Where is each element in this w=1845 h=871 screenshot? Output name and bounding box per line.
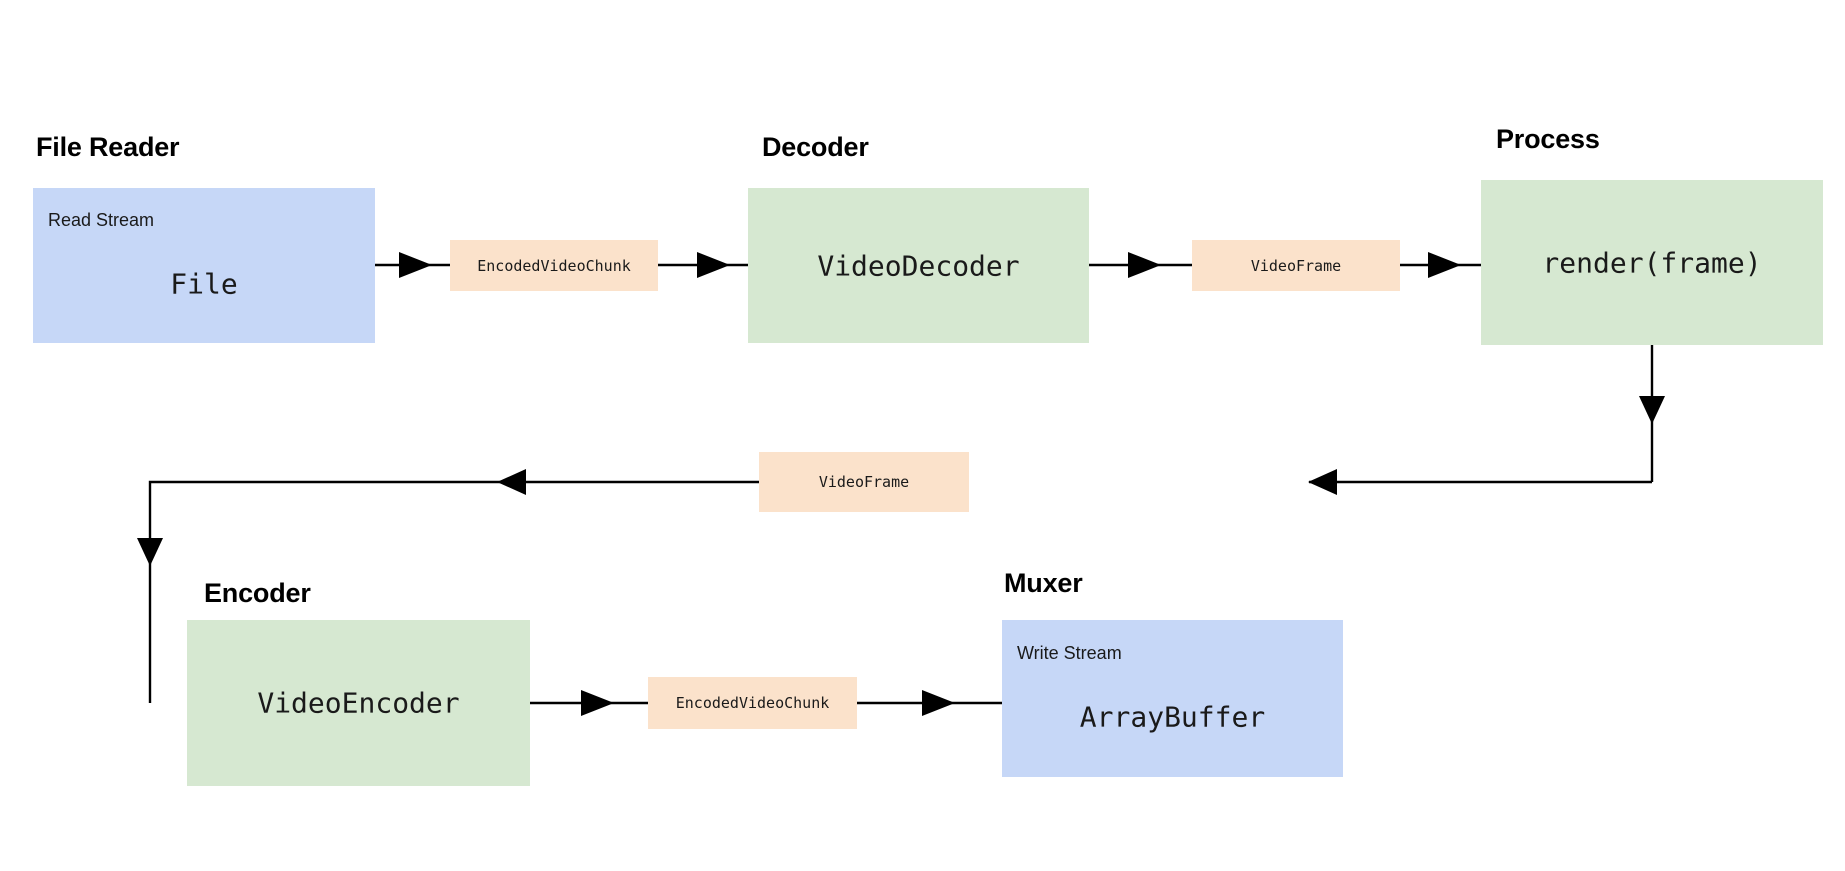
- edge-chunk-to-arraybuffer: [857, 690, 1002, 716]
- edge-chunk-to-decoder: [658, 252, 748, 278]
- node-label-video-decoder: VideoDecoder: [817, 249, 1020, 282]
- node-label-encoded-video-chunk-bottom: EncodedVideoChunk: [675, 694, 830, 712]
- node-encoded-video-chunk-bottom[interactable]: EncodedVideoChunk: [648, 677, 857, 729]
- group-title-file-reader: File Reader: [36, 132, 180, 162]
- edge-file-to-chunk: [375, 252, 450, 278]
- node-file-read-stream[interactable]: Read Stream File: [33, 188, 375, 343]
- write-stream-label: Write Stream: [1017, 643, 1122, 663]
- node-render-frame[interactable]: render(frame): [1481, 180, 1823, 345]
- node-label-video-frame-middle: VideoFrame: [818, 473, 910, 491]
- node-label-array-buffer: ArrayBuffer: [1079, 700, 1266, 734]
- node-label-file: File: [170, 267, 238, 301]
- node-video-encoder[interactable]: VideoEncoder: [187, 620, 530, 786]
- node-encoded-video-chunk-top[interactable]: EncodedVideoChunk: [450, 240, 658, 291]
- node-video-frame-top[interactable]: VideoFrame: [1192, 240, 1400, 291]
- node-label-video-frame-top: VideoFrame: [1250, 256, 1342, 275]
- edge-encoder-to-chunk: [530, 690, 648, 716]
- group-title-muxer: Muxer: [1004, 568, 1083, 598]
- node-video-frame-middle[interactable]: VideoFrame: [759, 452, 969, 512]
- read-stream-label: Read Stream: [48, 210, 155, 230]
- node-array-buffer-write-stream[interactable]: Write Stream ArrayBuffer: [1002, 620, 1343, 777]
- group-title-encoder: Encoder: [204, 578, 311, 608]
- edge-render-to-framemid: [1308, 345, 1665, 495]
- node-label-render-frame: render(frame): [1542, 246, 1762, 279]
- group-title-process: Process: [1496, 124, 1600, 154]
- edge-decoder-to-frame: [1089, 252, 1192, 278]
- group-title-decoder: Decoder: [762, 132, 869, 162]
- node-label-encoded-video-chunk-top: EncodedVideoChunk: [477, 256, 631, 275]
- node-label-video-encoder: VideoEncoder: [257, 686, 460, 720]
- node-video-decoder[interactable]: VideoDecoder: [748, 188, 1089, 343]
- edge-frame-to-render: [1400, 252, 1481, 278]
